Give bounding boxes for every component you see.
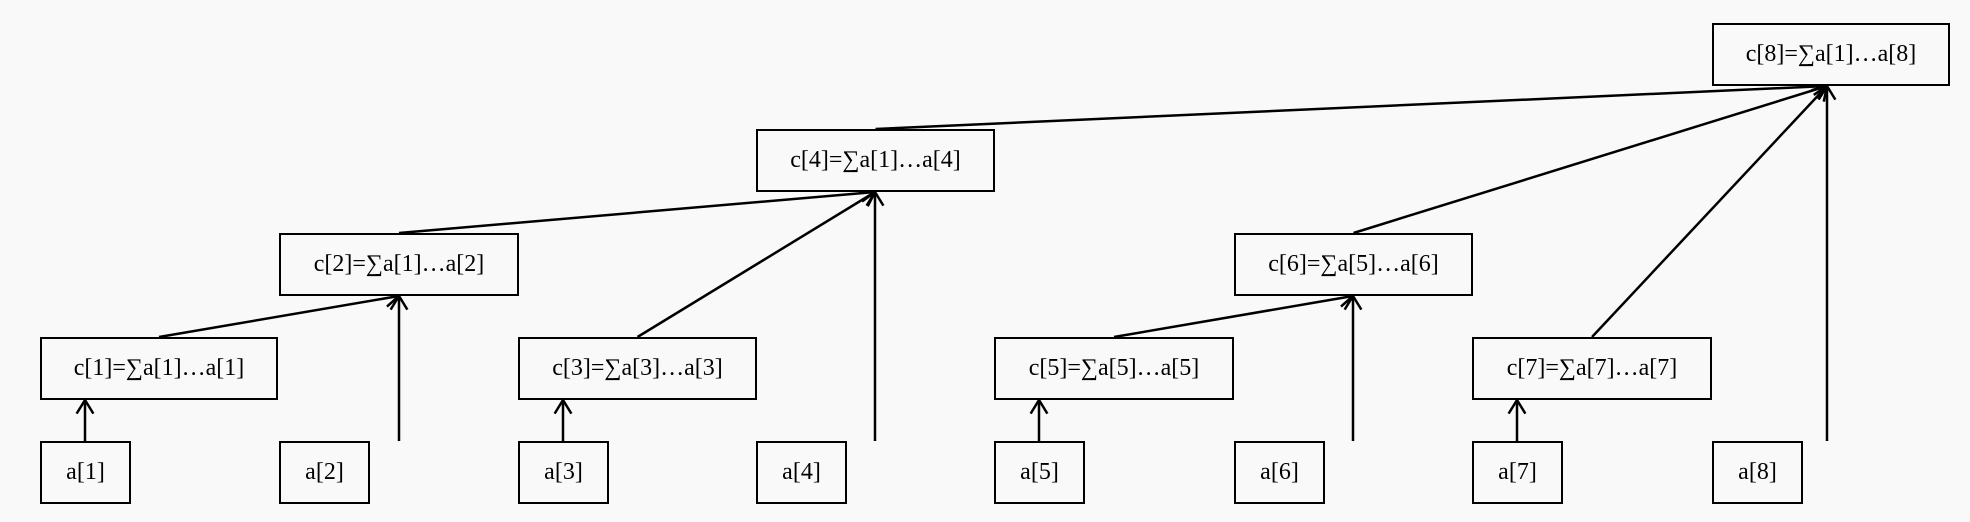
edge-c7-to-c8 [1591,84,1829,338]
edge-a3-to-c3 [553,399,573,441]
node-a4: a[4] [756,441,847,504]
node-c3: c[3]=∑a[3]…a[3] [518,337,757,400]
edge-a4-to-c4 [865,191,885,441]
edge-a5-to-c5 [1029,399,1049,441]
edge-a6-to-c6 [1343,295,1363,441]
edge-c4-to-c8 [875,77,1828,131]
edge-a7-to-c7 [1507,399,1527,441]
node-a7: a[7] [1472,441,1563,504]
node-c5: c[5]=∑a[5]…a[5] [994,337,1234,400]
node-a3: a[3] [518,441,609,504]
node-a1: a[1] [40,441,131,504]
node-c1: c[1]=∑a[1]…a[1] [40,337,278,400]
node-c6: c[6]=∑a[5]…a[6] [1234,233,1473,296]
node-a6: a[6] [1234,441,1325,504]
node-a5: a[5] [994,441,1085,504]
edge-c3-to-c4 [636,190,877,339]
edge-c2-to-c4 [398,183,876,235]
edge-c1-to-c2 [158,288,400,339]
node-a8: a[8] [1712,441,1803,504]
node-a2: a[2] [279,441,370,504]
edge-a8-to-c8 [1817,85,1837,441]
edge-c5-to-c6 [1113,288,1354,339]
node-c8: c[8]=∑a[1]…a[8] [1712,23,1950,86]
node-c7: c[7]=∑a[7]…a[7] [1472,337,1712,400]
node-c4: c[4]=∑a[1]…a[4] [756,129,995,192]
edge-a1-to-c1 [75,399,95,441]
edge-a2-to-c2 [389,295,409,441]
node-c2: c[2]=∑a[1]…a[2] [279,233,519,296]
